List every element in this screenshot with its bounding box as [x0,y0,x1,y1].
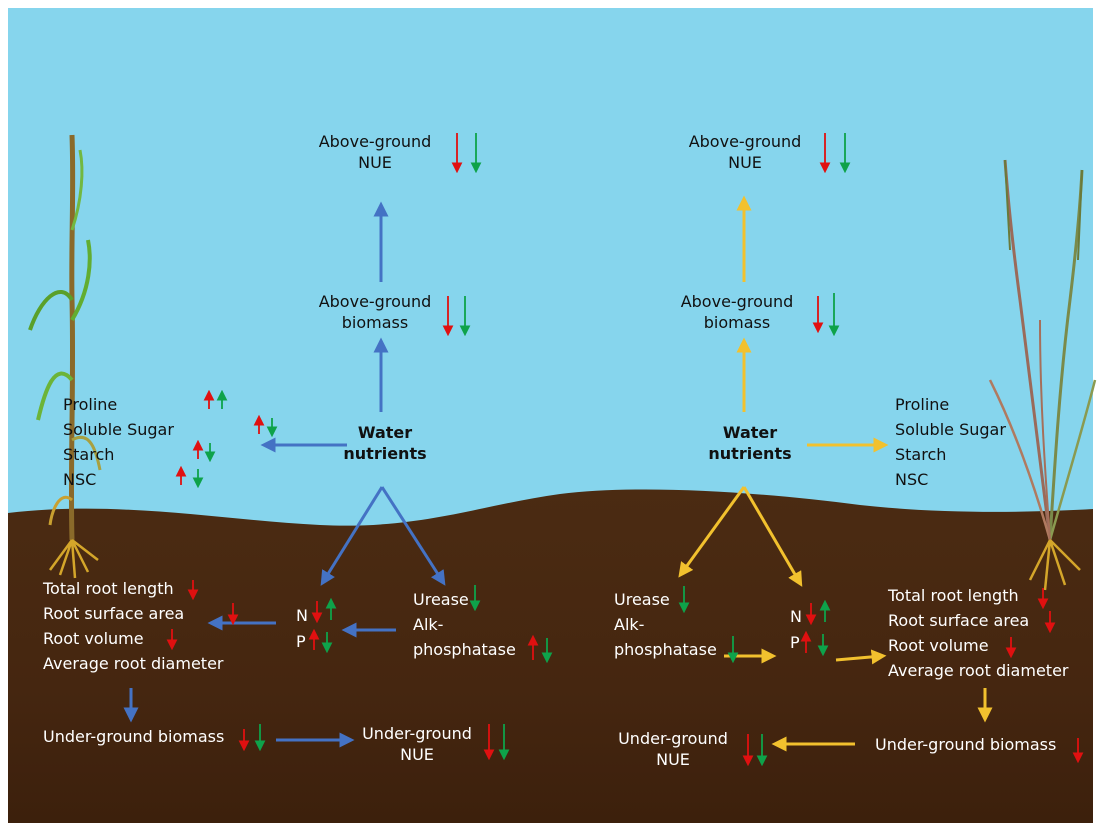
right-under-ground-biomass: Under-ground biomass [875,735,1057,754]
left-osmolytes: Proline Soluble Sugar Starch NSC [63,392,174,492]
arrow-water-to-enzymes-right [678,486,746,578]
label-line: Soluble Sugar [895,420,1006,439]
right-under-ground-nue: Under-ground NUE [608,729,738,771]
label-line: biomass [341,312,409,332]
label-line: Alk- [413,615,444,634]
label-line: Above-ground [318,132,432,151]
left-above-ground-nue: Above-ground NUE [305,132,445,174]
label-line: P [296,632,306,651]
label-line: Urease [614,590,670,609]
label-line: Starch [895,445,947,464]
label-line: NSC [895,470,929,489]
right-osmolytes: Proline Soluble Sugar Starch NSC [895,392,1006,492]
label-line: Total root length [43,579,174,598]
label-line: Average root diameter [43,654,224,673]
label-line: P [790,633,800,652]
right-above-ground-nue: Above-ground NUE [675,132,815,174]
label-line: NUE [728,152,762,172]
left-under-ground-nue: Under-ground NUE [352,724,482,766]
label-line: nutrients [343,443,427,463]
left-plant-illustration [28,134,102,579]
label-line: nutrients [708,443,792,463]
right-root-traits: Total root length Root surface area Root… [888,583,1068,683]
label-line: Above-ground [680,292,794,311]
indicator-arrows [166,133,1084,767]
left-above-ground-biomass: Above-ground biomass [305,292,445,334]
label-line: Proline [895,395,950,414]
right-enzymes: Urease Alk- phosphatase [614,587,717,662]
label-line: Root volume [43,629,144,648]
label-line: Root volume [888,636,989,655]
right-np: N P [790,604,802,656]
arrow-water-to-enzymes-left [380,486,446,586]
label-line: NUE [400,744,434,764]
left-flow-arrows [123,201,446,748]
label-line: NSC [63,470,97,489]
label-line: phosphatase [614,640,717,659]
left-enzymes: Urease Alk- phosphatase [413,587,516,662]
label-line: Above-ground [688,132,802,151]
label-line: phosphatase [413,640,516,659]
label-line: Root surface area [43,604,185,623]
label-line: Water [722,423,778,442]
arrow-water-to-np-right [742,486,803,587]
left-water-nutrients: Water nutrients [340,423,430,465]
left-np: N P [296,603,308,655]
arrow-water-to-np-left [320,486,384,586]
label-line: Total root length [888,586,1019,605]
label-line: Water [357,423,413,442]
label-line: N [790,607,802,626]
label-line: Root surface area [888,611,1030,630]
label-line: Average root diameter [888,661,1069,680]
left-under-ground-biomass: Under-ground biomass [43,727,225,746]
label-line: Soluble Sugar [63,420,174,439]
label-line: Above-ground [318,292,432,311]
label-line: Proline [63,395,118,414]
label-line: NUE [358,152,392,172]
right-above-ground-biomass: Above-ground biomass [667,292,807,334]
label-line: Under-ground [362,724,472,743]
label-line: N [296,606,308,625]
label-line: biomass [703,312,771,332]
right-plant-illustration [988,159,1097,591]
label-line: Under-ground [618,729,728,748]
label-line: NUE [656,749,690,769]
arrow-np-to-roots-right [835,649,887,665]
left-root-traits: Total root length Root surface area Root… [43,576,223,676]
label-line: Starch [63,445,115,464]
label-line: Alk- [614,615,645,634]
label-line: Urease [413,590,469,609]
right-water-nutrients: Water nutrients [705,423,795,465]
